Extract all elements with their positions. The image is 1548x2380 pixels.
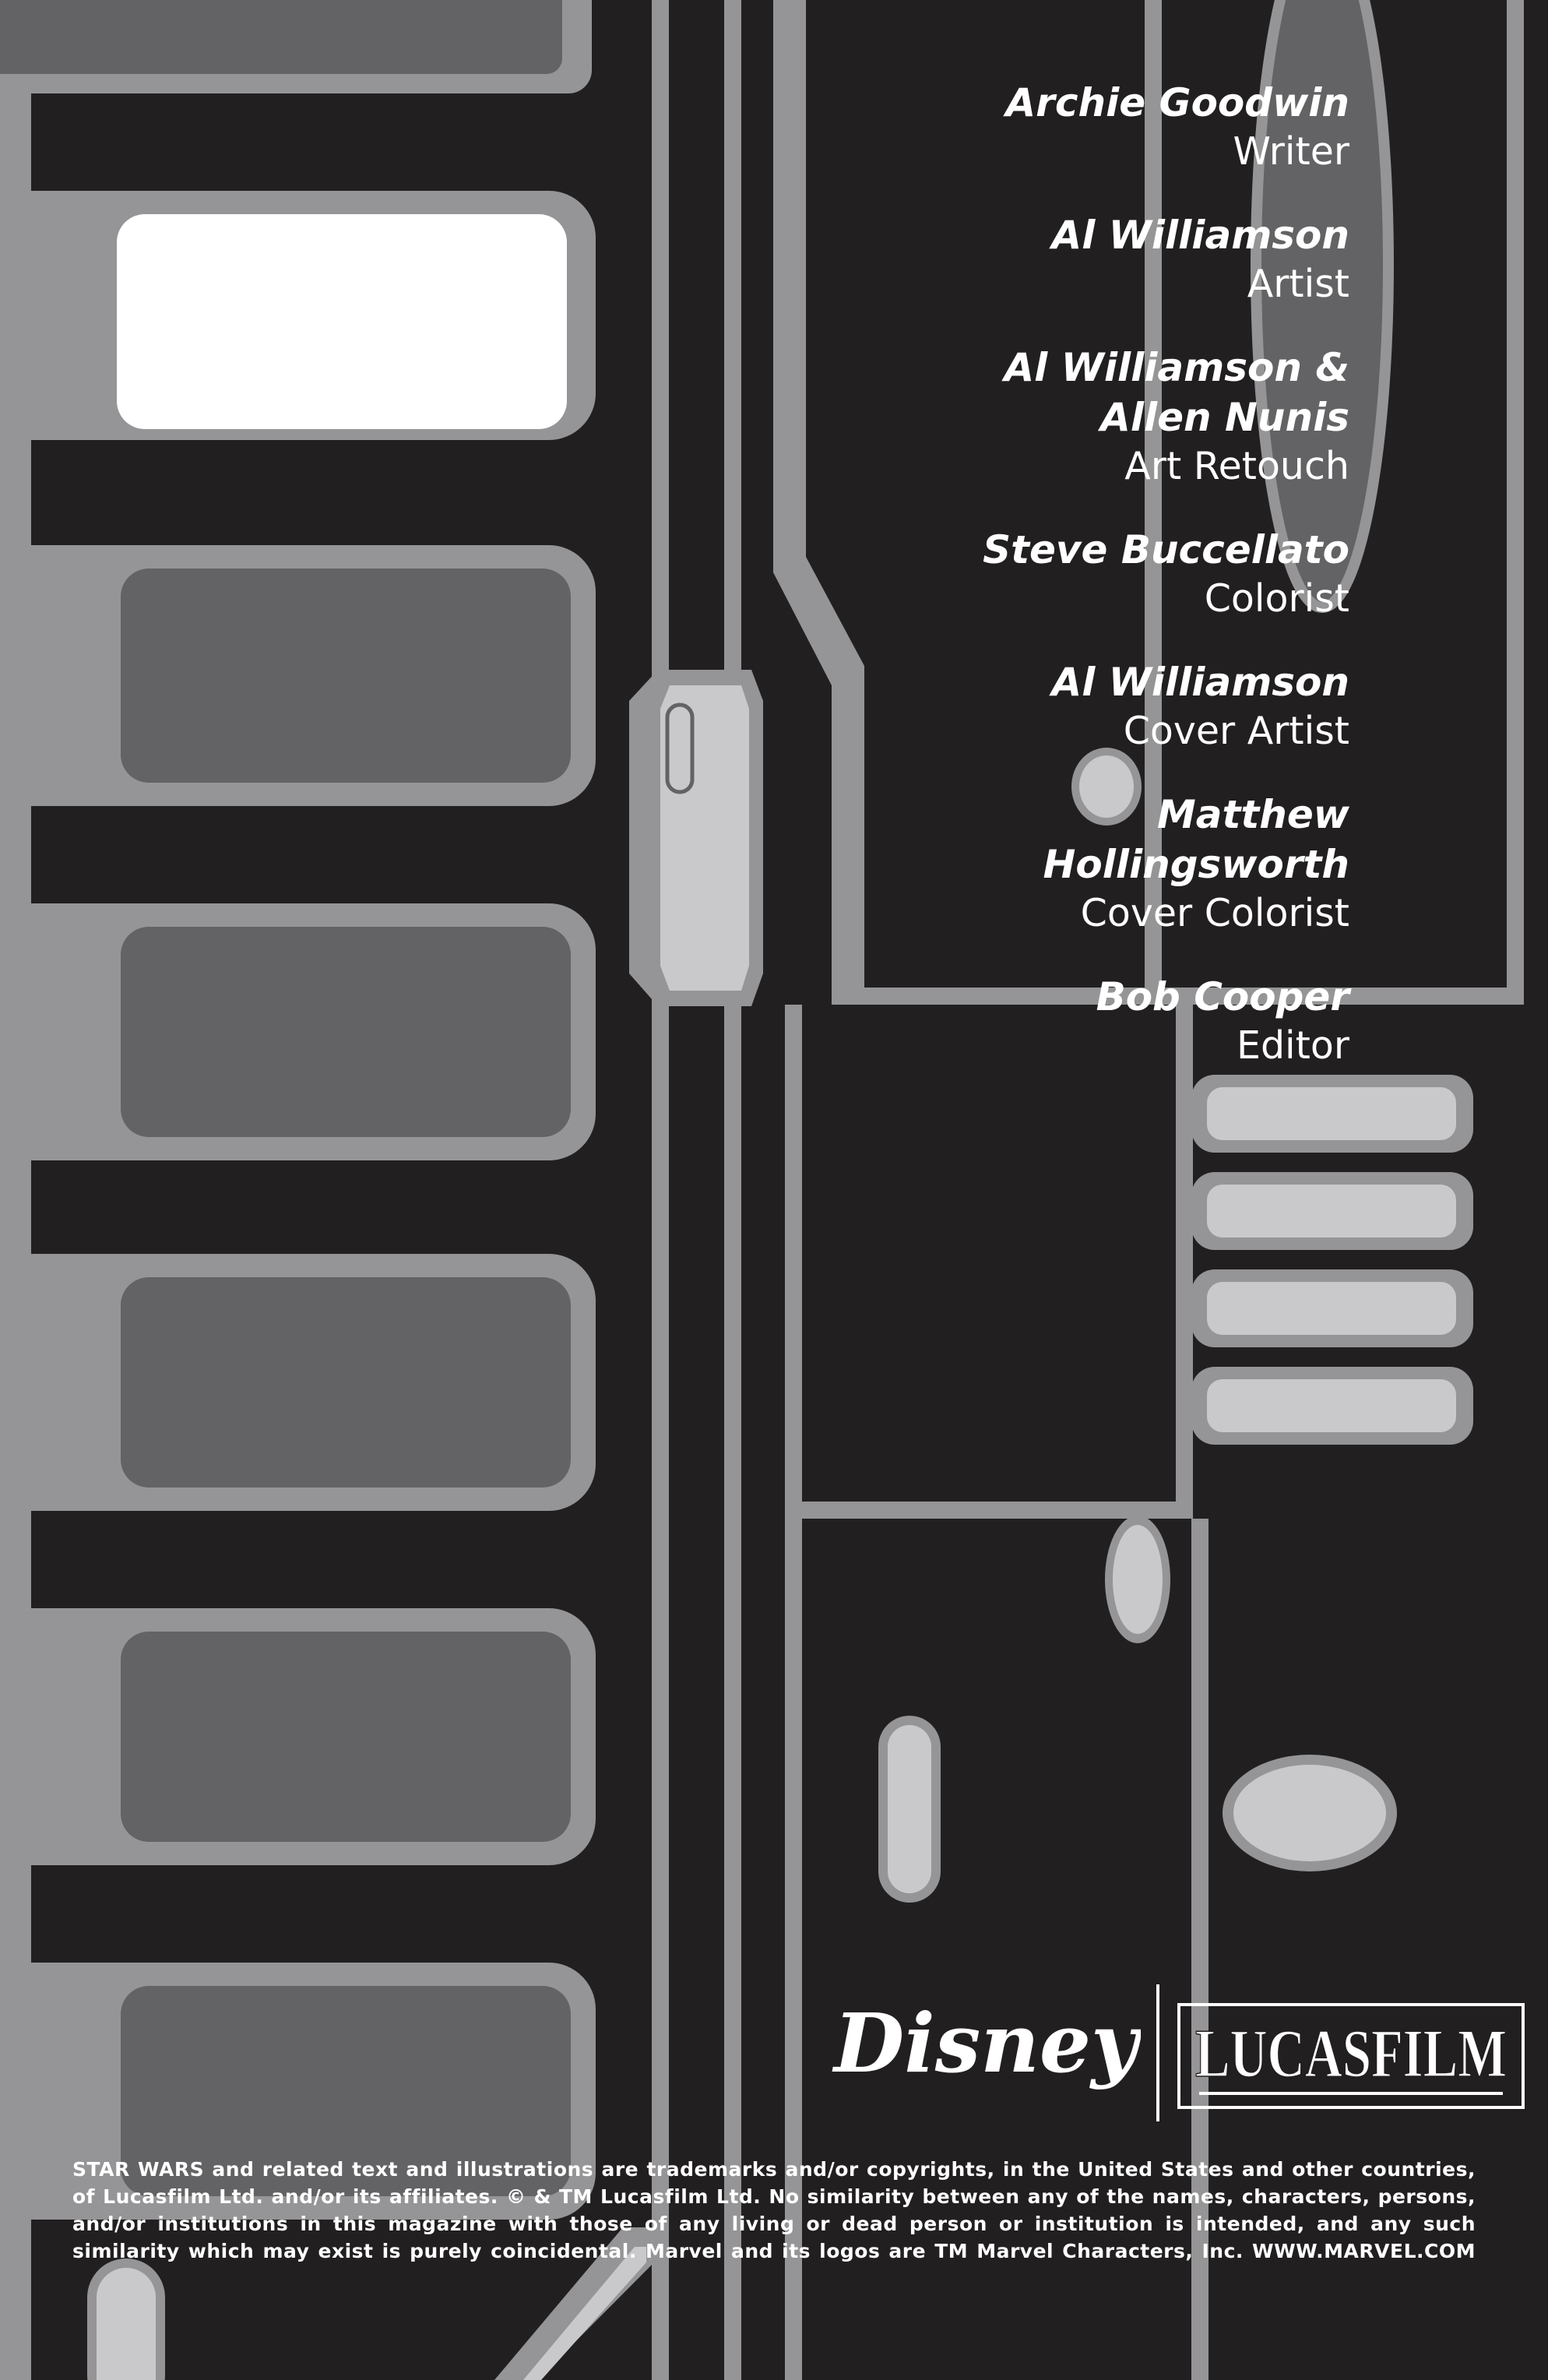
legal-notice: STAR WARS and related text and illustrat… [72, 2158, 1476, 2262]
credit-role: Colorist [1204, 576, 1349, 621]
credit-role: Cover Artist [1123, 709, 1349, 753]
disney-logo-text: Disney [832, 1995, 1141, 2091]
credit-role: Cover Colorist [1080, 891, 1349, 935]
credit-name: Al Williamson [1051, 660, 1350, 705]
credit-name: Steve Buccellato [983, 527, 1349, 572]
credit-art-retouch: Al Williamson & Allen Nunis Art Retouch [649, 343, 1349, 491]
credit-name: Matthew [1157, 792, 1349, 837]
credit-cover-artist: Al Williamson Cover Artist [649, 657, 1350, 755]
publisher-logos: Disney LUCASFILM [829, 1984, 1525, 2121]
credit-writer: Archie Goodwin Writer [649, 78, 1349, 176]
credit-role: Art Retouch [1124, 444, 1349, 488]
credit-role: Writer [1233, 129, 1349, 174]
credits-list: Archie Goodwin Writer Al Williamson Arti… [649, 78, 1349, 1104]
lucasfilm-logo-text: LUCASFILM [1195, 2016, 1507, 2092]
credit-colorist: Steve Buccellato Colorist [649, 525, 1349, 623]
credit-role: Artist [1247, 262, 1349, 306]
credit-artist: Al Williamson Artist [649, 210, 1350, 308]
disney-logo: Disney [832, 1995, 1141, 2091]
credit-editor: Bob Cooper Editor [649, 972, 1349, 1070]
credit-name: Bob Cooper [1096, 974, 1349, 1019]
credit-name: Al Williamson [1051, 213, 1350, 258]
credit-name: Al Williamson & [1004, 345, 1349, 390]
credit-name-line-2: Allen Nunis [1100, 395, 1349, 440]
credit-cover-colorist: Matthew Hollingsworth Cover Colorist [649, 790, 1349, 938]
logo-divider [1156, 1984, 1159, 2121]
lucasfilm-logo: LUCASFILM [1177, 2003, 1525, 2109]
credit-name: Archie Goodwin [1005, 80, 1349, 125]
credit-name-line-2: Hollingsworth [1043, 842, 1349, 887]
credit-role: Editor [1236, 1023, 1349, 1068]
